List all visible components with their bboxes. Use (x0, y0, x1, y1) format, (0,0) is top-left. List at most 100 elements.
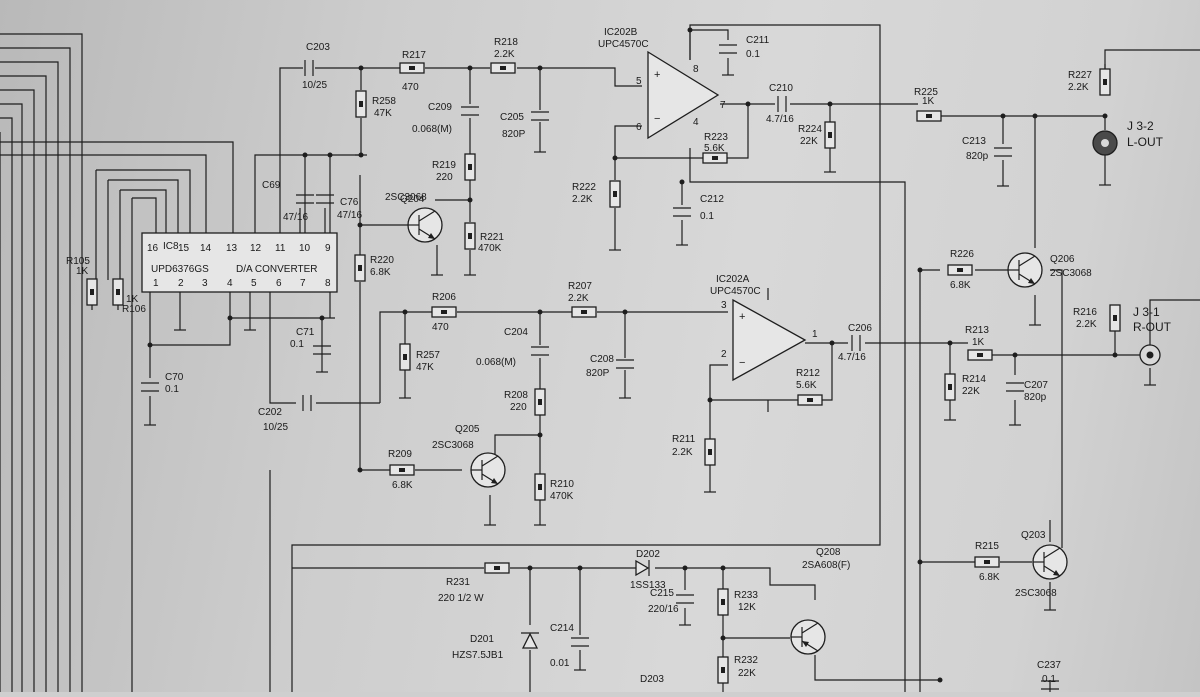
j3-2-ref: J 3-2 (1127, 119, 1154, 133)
ic8-pin: 6 (276, 278, 282, 289)
ic8-pin: 2 (178, 278, 184, 289)
ic202b-minus: − (654, 113, 660, 125)
r217-ref: R217 (402, 50, 426, 61)
r216-ref: R216 (1073, 307, 1097, 318)
q203-ref: Q203 (1021, 530, 1046, 541)
c210-value: 4.7/16 (766, 114, 794, 125)
j3-1-name: R-OUT (1133, 320, 1172, 334)
ic8-function: D/A CONVERTER (236, 264, 318, 275)
c204-ref: C204 (504, 327, 528, 338)
c203-ref: C203 (306, 42, 330, 53)
r223-value: 5.6K (704, 143, 725, 154)
c203-value: 10/25 (302, 80, 327, 91)
r206-value: 470 (432, 322, 449, 333)
c71-value: 0.1 (290, 339, 304, 350)
r106-value: 1K (126, 294, 139, 305)
c69-value: 47/16 (283, 212, 308, 223)
jack-j3-2: J 3-2 L-OUT (1092, 119, 1164, 156)
ic202a-ref: IC202A (716, 274, 750, 285)
r227-ref: R227 (1068, 70, 1092, 81)
ic8-pin: 12 (250, 243, 262, 254)
r222-value: 2.2K (572, 194, 593, 205)
r209-ref: R209 (388, 449, 412, 460)
ic8-pin: 13 (226, 243, 238, 254)
ic202b-plus: + (654, 69, 660, 81)
c208-ref: C208 (590, 354, 614, 365)
r207-value: 2.2K (568, 293, 589, 304)
c205-ref: C205 (500, 112, 524, 123)
ic202a-pin-plus: 3 (721, 300, 727, 311)
c209-ref: C209 (428, 102, 452, 113)
ic202b-pin-plus: 5 (636, 76, 642, 87)
q203-value: 2SC3068 (1015, 588, 1057, 599)
r218-value: 2.2K (494, 49, 515, 60)
c237-ref: C237 (1037, 660, 1061, 671)
component-layer: C20310/25R217470R2182.2KC2110.1R25847KC2… (66, 35, 1121, 690)
d201-ref: D201 (470, 634, 494, 645)
r258-value: 47K (374, 108, 392, 119)
r226-value: 6.8K (950, 280, 971, 291)
r214-ref: R214 (962, 374, 986, 385)
opamp-ic202a: + − 3 2 1 IC202A UPC4570C (710, 274, 818, 382)
r218-ref: R218 (494, 37, 518, 48)
c202-ref: C202 (258, 407, 282, 418)
ic8-pin: 3 (202, 278, 208, 289)
r233-ref: R233 (734, 590, 758, 601)
ic8-ref: IC8 (163, 241, 179, 252)
r221-ref: R221 (480, 232, 504, 243)
r224-value: 22K (800, 136, 818, 147)
q203-transistor: Q203 2SC3068 (1015, 530, 1068, 599)
r223-ref: R223 (704, 132, 728, 143)
r258-ref: R258 (372, 96, 396, 107)
d202-value: 1SS133 (630, 580, 666, 591)
ic8-pin: 4 (227, 278, 233, 289)
r208-value: 220 (510, 402, 527, 413)
ic202b-pin-out: 7 (720, 100, 726, 111)
r220-value: 6.8K (370, 267, 391, 278)
r214-value: 22K (962, 386, 980, 397)
c206-ref: C206 (848, 323, 872, 334)
diode-d201: D201 HZS7.5JB1 (452, 632, 539, 661)
c209-value: 0.068(M) (412, 124, 452, 135)
ic202b-pin-gnd: 4 (693, 117, 699, 128)
ic202a-plus: + (739, 311, 745, 323)
r208-ref: R208 (504, 390, 528, 401)
jack-j3-1: J 3-1 R-OUT (1133, 305, 1172, 366)
ground-marks (144, 74, 1156, 671)
r210-ref: R210 (550, 479, 574, 490)
q205-ref: Q205 (455, 424, 480, 435)
d203-ref: D203 (640, 674, 664, 685)
